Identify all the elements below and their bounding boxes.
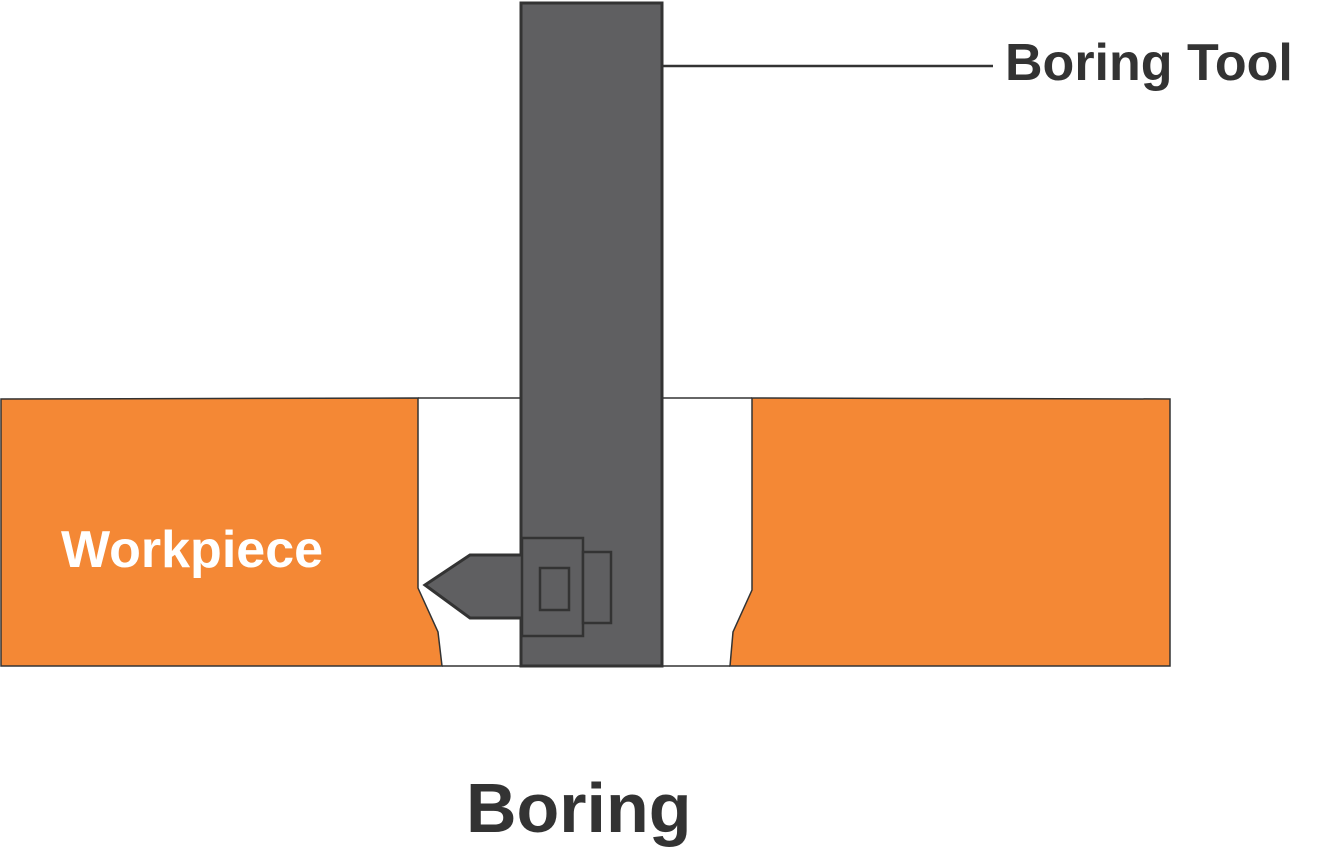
screw-slot xyxy=(538,566,571,612)
boring-tool-label: Boring Tool xyxy=(1005,34,1293,92)
workpiece-label: Workpiece xyxy=(61,521,323,579)
cutting-tip xyxy=(422,553,525,620)
clamp-block xyxy=(581,550,613,625)
workpiece-right xyxy=(729,397,1171,667)
diagram-title: Boring xyxy=(466,769,692,847)
